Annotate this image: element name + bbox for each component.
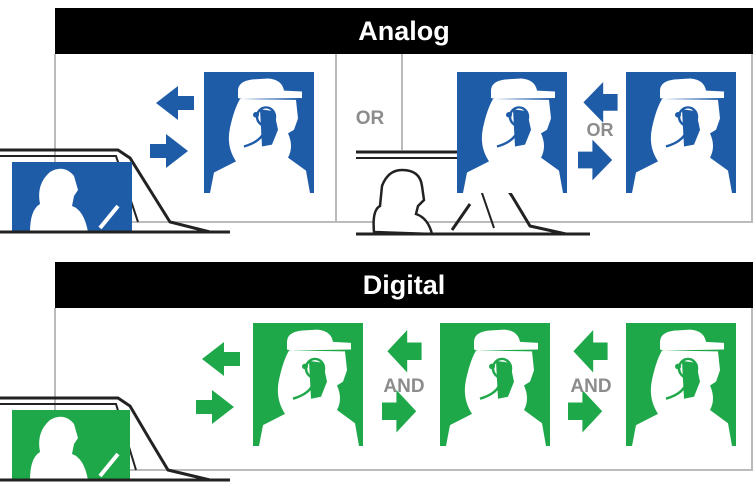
or-label: OR	[587, 120, 614, 140]
headset-operator-icon	[253, 323, 363, 446]
car-driver-icon	[0, 150, 230, 232]
headset-operator-icon	[457, 72, 567, 193]
headset-operator-icon	[440, 323, 550, 446]
headset-operator-icon	[626, 72, 736, 193]
headset-operator-icon	[204, 72, 314, 193]
and-label: AND	[383, 376, 424, 397]
bidirectional-arrow-icon	[196, 342, 240, 424]
headset-operator-icon	[626, 323, 736, 446]
or-label: OR	[356, 108, 385, 129]
and-label: AND	[570, 376, 611, 397]
digital-section: AND AND	[0, 308, 753, 480]
analog-section: OR OR	[0, 54, 753, 234]
car-driver-icon	[0, 398, 230, 480]
bidirectional-arrow-icon	[150, 86, 194, 168]
